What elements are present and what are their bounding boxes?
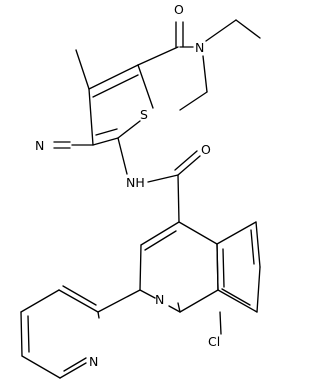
structure-canvas: O N S N NH O N N Cl (20, 2, 261, 379)
oxygen-label-carbonyl-upper: O (174, 2, 184, 17)
pyridyl-ring (20, 285, 141, 379)
nitrogen-label-pyridine: N (89, 354, 98, 369)
nh-label: NH (126, 175, 145, 190)
molecule-diagram: O N S N NH O N N Cl (20, 2, 261, 379)
methyl-bond (75, 49, 90, 90)
quinoline-benzene-ring (216, 221, 261, 313)
nitrile-group (53, 141, 94, 149)
sulfur-label: S (140, 107, 148, 122)
nitrogen-label-quinoline: N (155, 292, 164, 307)
oxygen-label-carbonyl-lower: O (201, 142, 211, 157)
thiophene-ring (88, 64, 154, 146)
nitrogen-label-amide: N (195, 40, 204, 55)
chlorine-label: Cl (208, 334, 220, 349)
nitrogen-label-nitrile: N (35, 138, 44, 153)
chloro-bond (219, 311, 222, 335)
quinoline-pyridine-ring (139, 221, 219, 313)
amide-linker (117, 137, 201, 223)
carboxamide-group (137, 19, 261, 111)
